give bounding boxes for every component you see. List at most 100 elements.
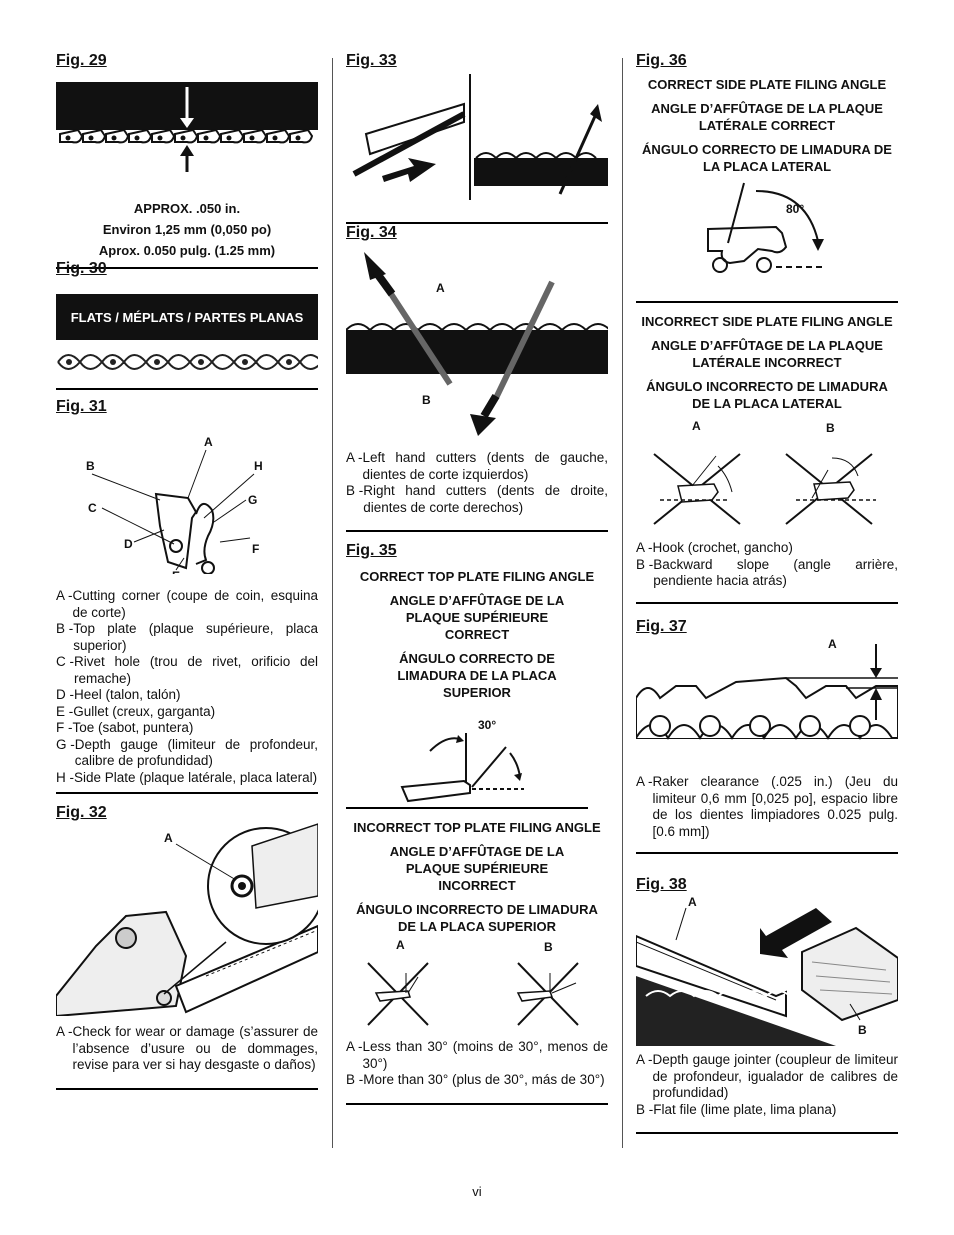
legend-key: A -: [346, 450, 363, 465]
chain-link: [174, 128, 199, 144]
chain-rivet: [111, 135, 117, 141]
fig33-filing-illustration: [352, 74, 608, 200]
fig32-section: Fig. 32 A A -Check for wear or damage (s…: [56, 804, 318, 1090]
legend-key: A -: [346, 1039, 363, 1054]
legend-key: B -: [346, 483, 364, 498]
legend-key: B -: [636, 556, 654, 572]
legend-key: B -: [636, 1101, 654, 1117]
column-divider-left: [332, 58, 333, 1148]
fig30-banner-text: FLATS / MÉPLATS / PARTES PLANAS: [70, 309, 304, 325]
fig36-angle-label: 80°: [786, 202, 804, 216]
legend-text: Flat file (lime plate, lima plana): [653, 1101, 837, 1117]
legend-text: Left hand cutters (dents de gauche, dien…: [362, 450, 608, 482]
legend-text: Raker clearance (.025 in.) (Jeu du limit…: [652, 774, 898, 839]
legend-key: A -: [56, 588, 73, 603]
fig38-depth-gauge-diagram: A B: [636, 896, 898, 1046]
fig35-letter-B: B: [544, 940, 553, 954]
legend-text: More than 30° (plus de 30°, más de 30°): [363, 1072, 605, 1087]
fig32-title: Fig. 32: [56, 804, 107, 821]
divider: [636, 1132, 898, 1134]
legend-text: Less than 30° (moins de 30°, menos de 30…: [362, 1039, 608, 1071]
fig34-legend: A -Left hand cutters (dents de gauche, d…: [346, 450, 608, 516]
fig36-letter-B: B: [826, 421, 835, 435]
caption-line: ÁNGULO INCORRECTO DE LIMADURA DE LA PLAC…: [646, 379, 888, 411]
fig35-section: Fig. 35 CORRECT TOP PLATE FILING ANGLE A…: [346, 542, 608, 1105]
fig30-title: Fig. 30: [56, 260, 107, 277]
fig38-title: Fig. 38: [636, 876, 687, 893]
legend-key: E -: [56, 703, 74, 719]
fig31-letter-H: H: [254, 459, 263, 473]
legend-key: A -: [636, 1052, 653, 1067]
legend-item: A -Depth gauge jointer (coupleur de limi…: [636, 1052, 898, 1102]
legend-item: A -Hook (crochet, gancho): [636, 540, 898, 557]
legend-text: Rivet hole (trou de rivet, orificio del …: [74, 654, 318, 686]
legend-text: Side Plate (plaque latérale, placa later…: [74, 769, 318, 785]
chain-link: [82, 128, 107, 144]
fig38-section: Fig. 38 A B A -Depth gauge jointer (coup…: [636, 876, 898, 1134]
legend-item: G -Depth gauge (limiteur de profondeur, …: [56, 737, 318, 770]
fig34-letter-A: A: [436, 281, 445, 295]
fig29-caption: APPROX. .050 in. Environ 1,25 mm (0,050 …: [56, 200, 318, 259]
legend-key: C -: [56, 654, 74, 669]
fig35-correct-caption: CORRECT TOP PLATE FILING ANGLE ANGLE D’A…: [346, 568, 608, 701]
legend-key: A -: [636, 540, 653, 555]
fig29-title: Fig. 29: [56, 52, 107, 69]
divider: [346, 1102, 608, 1105]
chain-link: [59, 128, 84, 144]
fig35-correct-angle-diagram: 30°: [400, 718, 524, 803]
chain-rivet: [88, 135, 94, 141]
caption-line: ANGLE D’AFFÛTAGE DE LA PLAQUE SUPÉRIEURE…: [389, 844, 565, 893]
legend-item: H -Side Plate (plaque latérale, placa la…: [56, 770, 318, 787]
fig35-angle-label: 30°: [478, 718, 496, 732]
page-number: vi: [472, 1184, 482, 1199]
chain-link: [197, 128, 222, 144]
legend-key: B -: [346, 1072, 364, 1087]
fig30-chain-illustration: [57, 354, 318, 370]
divider: [346, 222, 608, 224]
legend-item: A -Less than 30° (moins de 30°, menos de…: [346, 1039, 608, 1072]
divider: [346, 807, 588, 809]
fig35-letter-A: A: [396, 938, 405, 952]
caption-line: ÁNGULO INCORRECTO DE LIMADURA DE LA PLAC…: [356, 902, 598, 934]
chain-link: [105, 128, 130, 144]
fig38-legend: A -Depth gauge jointer (coupleur de limi…: [636, 1052, 898, 1118]
legend-item: A -Check for wear or damage (s’assurer d…: [56, 1024, 318, 1074]
fig34-filing-illustration: A B: [346, 252, 608, 436]
chain-rivet: [65, 135, 71, 141]
fig32-legend: A -Check for wear or damage (s’assurer d…: [56, 1024, 318, 1074]
legend-text: Depth gauge jointer (coupleur de limiteu…: [652, 1052, 898, 1100]
divider: [636, 852, 898, 854]
fig37-title: Fig. 37: [636, 618, 687, 635]
fig34-title: Fig. 34: [346, 224, 397, 241]
chain-rivet: [180, 135, 186, 141]
legend-item: B -More than 30° (plus de 30°, más de 30…: [346, 1072, 608, 1089]
legend-text: Top plate (plaque supérieure, placa supe…: [73, 621, 318, 653]
fig37-letter-A: A: [828, 638, 837, 651]
fig32-chainsaw-illustration: A: [56, 823, 318, 1016]
chain-link: [128, 128, 153, 144]
legend-item: B -Right hand cutters (dents de droite, …: [346, 483, 608, 516]
legend-key: H -: [56, 769, 74, 785]
chain-rivet: [272, 135, 278, 141]
fig37-legend: A -Raker clearance (.025 in.) (Jeu du li…: [636, 774, 898, 840]
legend-text: Depth gauge (limiteur de profondeur, cal…: [74, 736, 318, 769]
chain-rivet: [203, 135, 209, 141]
legend-item: E -Gullet (creux, garganta): [56, 704, 318, 721]
divider: [56, 388, 318, 390]
fig31-letter-A: A: [204, 435, 213, 449]
legend-key: G -: [56, 736, 75, 752]
fig36-letter-A: A: [692, 419, 701, 433]
caption-line: ANGLE D’AFFÛTAGE DE LA PLAQUE LATÉRALE I…: [651, 338, 883, 370]
chain-link: [243, 128, 268, 144]
fig37-section: Fig. 37 A A -Raker clearance (.025 in.) …: [636, 618, 898, 854]
fig34-letter-B: B: [422, 393, 431, 407]
fig35-incorrect-angle-diagrams: A B: [367, 938, 579, 1026]
fig38-letter-A: A: [688, 896, 697, 909]
chain-rivet: [157, 135, 163, 141]
legend-item: B -Flat file (lime plate, lima plana): [636, 1102, 898, 1119]
legend-text: Cutting corner (coupe de coin, esquina d…: [72, 588, 318, 620]
fig37-raker-clearance-diagram: A: [636, 638, 898, 740]
fig36-incorrect-side-angle-diagrams: A B: [653, 419, 876, 525]
fig29-section: Fig. 29 APPROX. .050 in. Environ 1,25 mm…: [56, 52, 318, 269]
fig33-title: Fig. 33: [346, 52, 397, 69]
